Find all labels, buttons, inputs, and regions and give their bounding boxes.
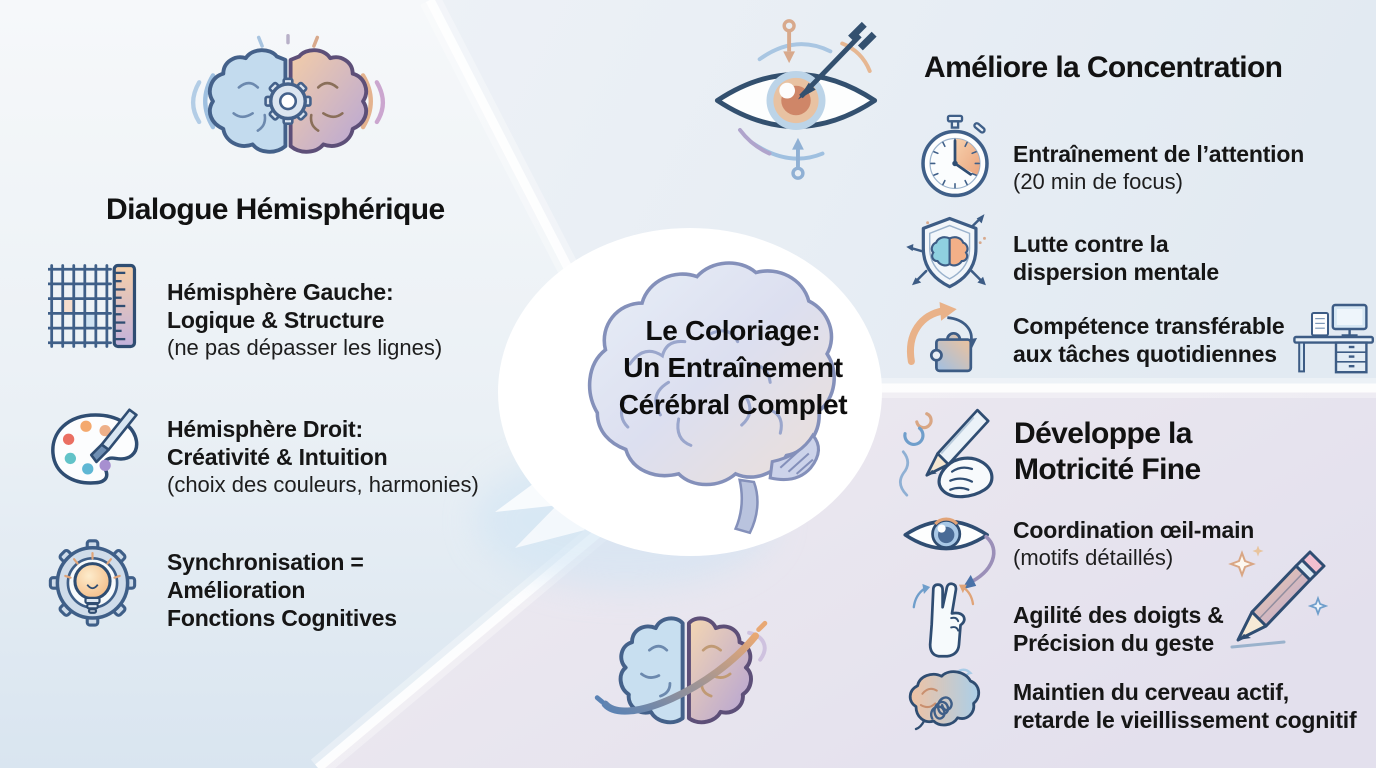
left-section-heading: Dialogue Hémisphérique xyxy=(106,193,445,226)
list-item-left-hemisphere: Hémisphère Gauche: Logique & Structure (… xyxy=(48,256,442,362)
hand-pencil-swirls-icon xyxy=(898,408,994,499)
list-item-agilite: Agilité des doigts & Précision du geste xyxy=(906,576,1224,668)
shield-brain-arrows-icon xyxy=(906,214,986,289)
title-line-1: Le Coloriage: xyxy=(645,315,821,346)
heading-line: Motricité Fine xyxy=(1014,453,1201,486)
brain-scribble-icon xyxy=(908,668,981,731)
brain-side-illustration xyxy=(587,261,836,535)
item-note: (choix des couleurs, harmonies) xyxy=(167,472,479,497)
eye-target-arrow-icon xyxy=(714,19,878,180)
item-line: dispersion mentale xyxy=(1013,259,1220,285)
item-note: (20 min de focus) xyxy=(1013,169,1183,194)
item-line: retarde le vieillissement cognitif xyxy=(1013,707,1357,733)
transfer-puzzle-icon xyxy=(906,302,978,373)
item-line: Créativité & Intuition xyxy=(167,444,388,470)
item-line: aux tâches quotidiennes xyxy=(1013,341,1277,367)
item-line: Maintien du cerveau actif, xyxy=(1013,679,1289,705)
heading-line: Développe la xyxy=(1014,417,1192,450)
list-item-dispersion: Lutte contre la dispersion mentale xyxy=(902,210,1219,298)
item-line: Agilité des doigts & xyxy=(1013,602,1224,628)
grid-ruler-icon xyxy=(48,263,137,349)
pencil-sparkles-icon xyxy=(1228,546,1328,649)
bottom-right-section-heading: Développe la Motricité Fine xyxy=(1014,416,1201,488)
desk-computer-icon xyxy=(1293,303,1374,374)
item-note: (motifs détaillés) xyxy=(1013,545,1174,570)
item-line: Amélioration xyxy=(167,577,306,603)
title-line-3: Cérébral Complet xyxy=(618,389,848,420)
item-line: Hémisphère Droit: xyxy=(167,416,363,442)
item-line: Logique & Structure xyxy=(167,307,385,333)
item-line: Synchronisation = xyxy=(167,549,364,575)
brain-gear-waves-icon xyxy=(190,34,386,154)
gear-lightbulb-icon xyxy=(48,539,137,627)
top-right-section-heading: Améliore la Concentration xyxy=(924,51,1283,84)
list-item-right-hemisphere: Hémisphère Droit: Créativité & Intuition… xyxy=(46,402,479,499)
palette-brush-icon xyxy=(51,408,139,485)
list-item-synchronisation: Synchronisation = Amélioration Fonctions… xyxy=(44,532,397,640)
item-line: Fonctions Cognitives xyxy=(167,605,397,631)
list-item-cerveau-actif: Maintien du cerveau actif, retarde le vi… xyxy=(900,662,1357,740)
stopwatch-icon xyxy=(921,114,989,198)
item-line: Hémisphère Gauche: xyxy=(167,279,394,305)
item-line: Entraînement de l’attention xyxy=(1013,141,1305,167)
two-fingers-hand-icon xyxy=(912,582,975,658)
eye-curved-arrow-icon xyxy=(903,517,996,590)
infographic-title: Le Coloriage: Un Entraînement Cérébral C… xyxy=(583,312,883,423)
list-item-attention: Entraînement de l’attention (20 min de f… xyxy=(916,112,1304,204)
item-line: Coordination œil-main xyxy=(1013,517,1255,543)
brain-orbit-ring-icon xyxy=(594,616,768,725)
list-item-transferable: Compétence transférable aux tâches quoti… xyxy=(902,298,1285,378)
item-line: Précision du geste xyxy=(1013,630,1214,656)
title-line-2: Un Entraînement xyxy=(623,352,843,383)
list-item-coordination: Coordination œil-main (motifs détaillés) xyxy=(898,504,1254,604)
item-line: Lutte contre la xyxy=(1013,231,1169,257)
item-note: (ne pas dépasser les lignes) xyxy=(167,335,443,360)
item-line: Compétence transférable xyxy=(1013,313,1285,339)
